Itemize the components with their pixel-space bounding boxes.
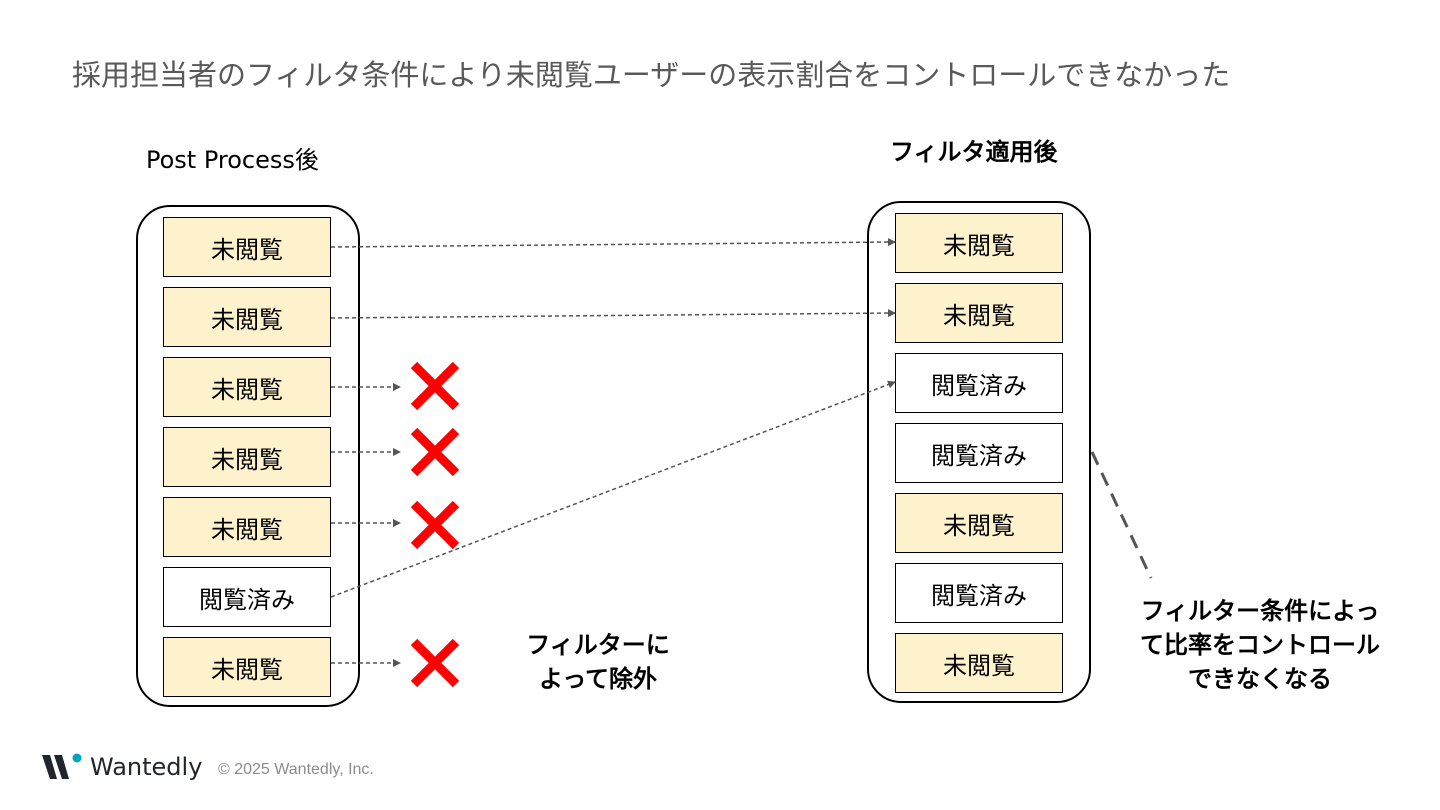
left-item-2: 未閲覧 — [163, 287, 331, 347]
right-item-5: 未閲覧 — [895, 493, 1063, 553]
slide-title: 採用担当者のフィルタ条件により未閲覧ユーザーの表示割合をコントロールできなかった — [72, 58, 1231, 92]
right-item-2: 未閲覧 — [895, 283, 1063, 343]
left-item-7: 未閲覧 — [163, 637, 331, 697]
wantedly-logo-icon — [42, 753, 82, 779]
ratio-uncontrollable-note: フィルター条件によっ て比率をコントロール できなくなる — [1126, 594, 1394, 696]
left-item-3: 未閲覧 — [163, 357, 331, 417]
cross-mark-icon — [410, 638, 460, 688]
left-item-5: 未閲覧 — [163, 497, 331, 557]
arrow-left2-to-right2 — [330, 309, 896, 319]
right-item-7: 未閲覧 — [895, 633, 1063, 693]
ratio-note-line-2: て比率をコントロール — [1140, 631, 1380, 659]
right-item-6: 閲覧済み — [895, 563, 1063, 623]
left-item-6: 閲覧済み — [163, 567, 331, 627]
right-item-1: 未閲覧 — [895, 213, 1063, 273]
ratio-note-line-1: フィルター条件によっ — [1140, 597, 1380, 625]
ratio-note-pointer — [1090, 451, 1153, 579]
wantedly-wordmark: Wantedly — [90, 753, 203, 781]
left-item-4: 未閲覧 — [163, 427, 331, 487]
wantedly-logo: Wantedly — [42, 752, 202, 782]
right-column-label: フィルタ適用後 — [890, 138, 1058, 166]
excluded-note-line-1: フィルターに — [526, 631, 670, 659]
arrow-left1-to-right1 — [330, 238, 896, 248]
cross-mark-icon — [410, 500, 460, 550]
copyright-text: © 2025 Wantedly, Inc. — [218, 761, 374, 778]
ratio-note-line-3: できなくなる — [1188, 665, 1332, 693]
excluded-by-filter-note: フィルターに よって除外 — [498, 628, 698, 696]
cross-mark-icon — [410, 427, 460, 477]
left-item-1: 未閲覧 — [163, 217, 331, 277]
right-item-3: 閲覧済み — [895, 353, 1063, 413]
arrow-left6-to-right3 — [330, 380, 896, 598]
excluded-note-line-2: よって除外 — [538, 665, 658, 693]
left-column-label: Post Process後 — [146, 146, 319, 174]
cross-mark-icon — [410, 361, 460, 411]
right-item-4: 閲覧済み — [895, 423, 1063, 483]
